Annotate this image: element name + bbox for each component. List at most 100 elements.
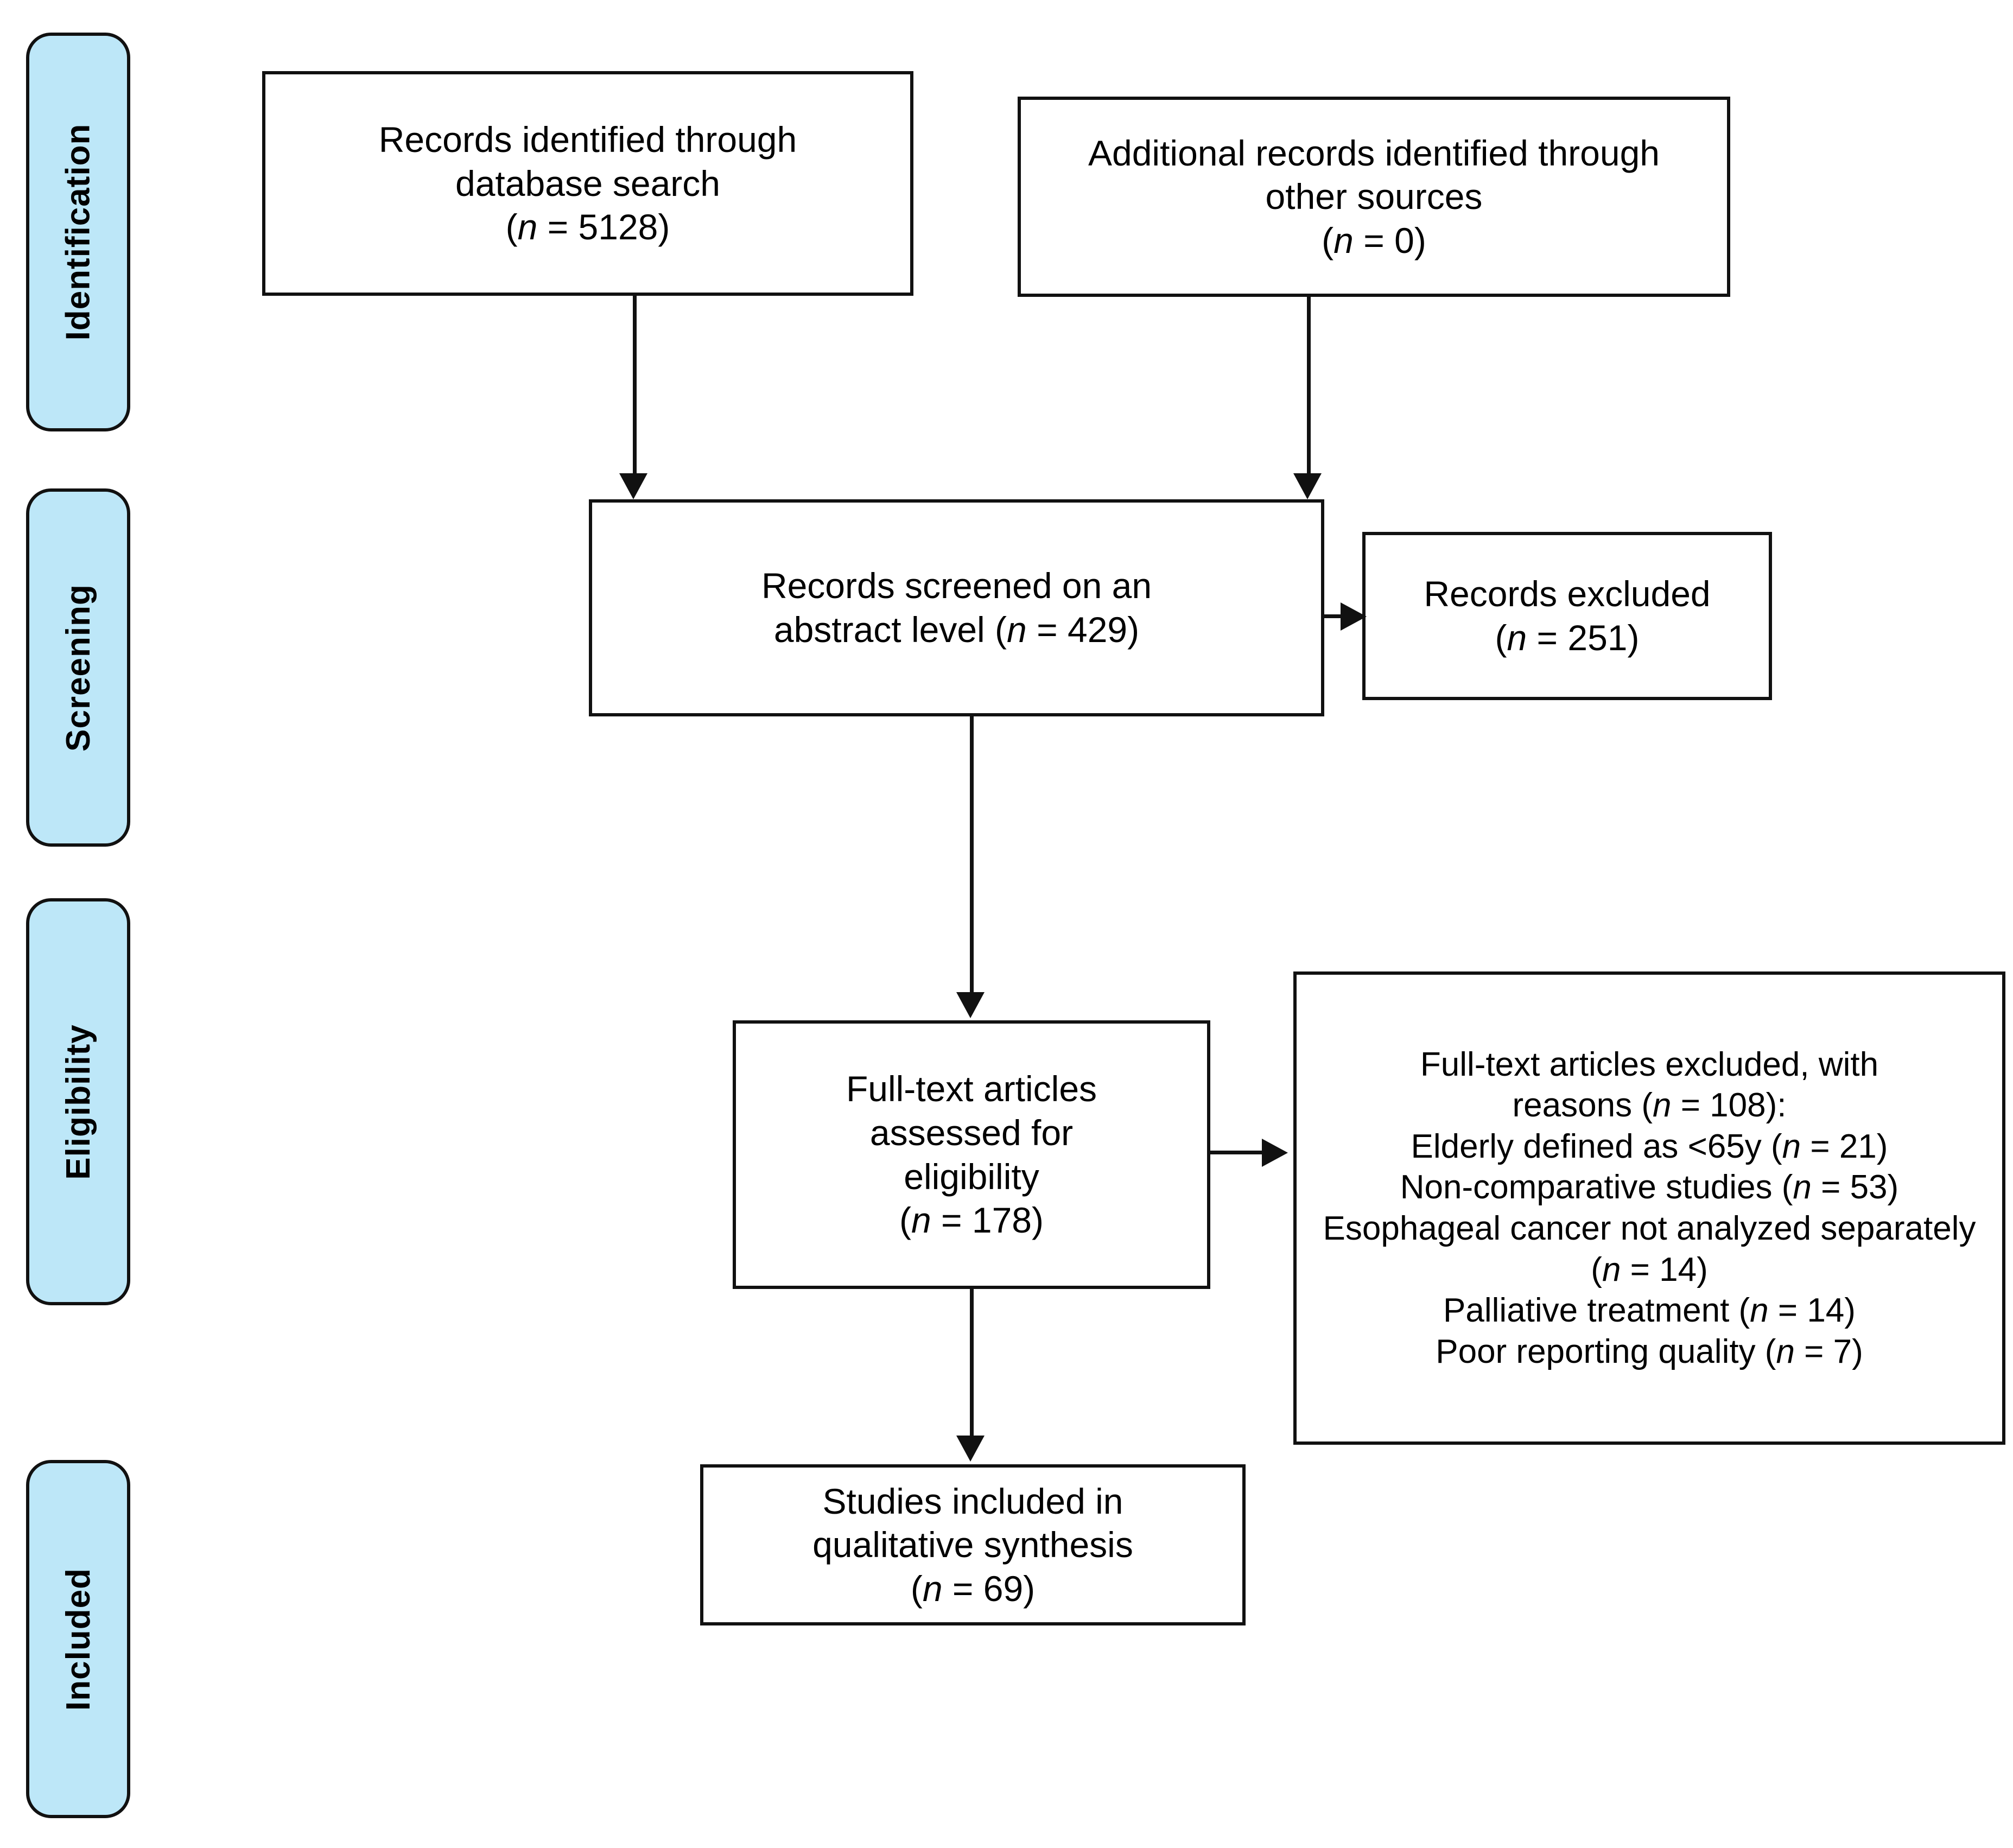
line-3: eligibility bbox=[904, 1156, 1039, 1197]
count-value: 178 bbox=[971, 1200, 1032, 1241]
reason-count-close: ) bbox=[1852, 1332, 1863, 1370]
reason-count-value: 14 bbox=[1659, 1250, 1697, 1288]
count-symbol: n bbox=[911, 1200, 931, 1241]
reasons-heading-count-eq: = bbox=[1671, 1087, 1710, 1125]
count-value: 5128 bbox=[578, 207, 658, 247]
line-1: Additional records identified through bbox=[1088, 132, 1660, 173]
count-eq: = bbox=[1527, 618, 1568, 658]
count-eq: = bbox=[1353, 220, 1395, 261]
count-close: ) bbox=[658, 207, 670, 247]
count-value: 69 bbox=[983, 1568, 1024, 1609]
box-fulltext-excluded-reasons: Full-text articles excluded, with reason… bbox=[1293, 971, 2005, 1445]
line-2: qualitative synthesis bbox=[812, 1525, 1133, 1565]
box-records-excluded-text: Records excluded (n = 251) bbox=[1412, 572, 1722, 659]
line-1: Records identified through bbox=[378, 119, 797, 160]
box-fulltext-assessed-text: Full-text articles assessed for eligibil… bbox=[834, 1067, 1109, 1242]
reason-item: Poor reporting quality ( bbox=[1436, 1332, 1776, 1370]
connector-database-to-screened-arrow bbox=[619, 473, 647, 499]
line-2: database search bbox=[455, 163, 720, 204]
box-records-identified-other: Additional records identified through ot… bbox=[1018, 97, 1730, 297]
box-records-identified-database: Records identified through database sear… bbox=[262, 71, 913, 296]
connector-screened-to-excluded-arrow bbox=[1341, 602, 1367, 631]
count-open: ( bbox=[1322, 220, 1334, 261]
reason-count-symbol: n bbox=[1776, 1332, 1795, 1370]
count-eq: = bbox=[931, 1200, 972, 1241]
reason-count-eq: = bbox=[1621, 1250, 1660, 1288]
count-close: ) bbox=[1127, 609, 1140, 650]
count-symbol: n bbox=[1007, 609, 1027, 650]
count-close: ) bbox=[1414, 220, 1426, 261]
reasons-heading-line-2-pre: reasons ( bbox=[1512, 1087, 1653, 1125]
count-close: ) bbox=[1023, 1568, 1036, 1609]
stage-label-included: Included bbox=[26, 1460, 130, 1818]
line-2: other sources bbox=[1265, 176, 1483, 217]
reasons-heading-count-symbol: n bbox=[1652, 1087, 1672, 1125]
reason-count-eq: = bbox=[1768, 1292, 1807, 1330]
count-eq: = bbox=[537, 207, 579, 247]
count-eq: = bbox=[942, 1568, 983, 1609]
reason-count-close: ) bbox=[1876, 1127, 1888, 1165]
reason-count-value: 7 bbox=[1833, 1332, 1852, 1370]
reason-count-eq: = bbox=[1801, 1127, 1839, 1165]
reason-count-eq: = bbox=[1794, 1332, 1833, 1370]
connector-fulltext-to-reasons-line bbox=[1210, 1151, 1269, 1154]
line-1: Records excluded bbox=[1424, 574, 1711, 614]
stage-label-screening: Screening bbox=[26, 488, 130, 847]
count-symbol: n bbox=[517, 207, 538, 247]
reason-count-symbol: n bbox=[1750, 1292, 1769, 1330]
line-2-pre: abstract level ( bbox=[773, 609, 1007, 650]
stage-label-included-text: Included bbox=[59, 1567, 97, 1711]
reason-item: Esophageal cancer not analyzed separatel… bbox=[1323, 1210, 1976, 1288]
stage-label-identification-text: Identification bbox=[59, 123, 97, 341]
count-open: ( bbox=[910, 1568, 923, 1609]
line-1: Records screened on an bbox=[761, 566, 1152, 606]
box-fulltext-excluded-reasons-text: Full-text articles excluded, with reason… bbox=[1297, 1044, 2002, 1373]
reason-item: Non-comparative studies ( bbox=[1400, 1169, 1793, 1206]
reason-count-eq: = bbox=[1811, 1169, 1850, 1206]
box-records-screened-text: Records screened on an abstract level (n… bbox=[750, 564, 1164, 651]
count-open: ( bbox=[505, 207, 518, 247]
reason-count-value: 53 bbox=[1850, 1169, 1888, 1206]
reasons-heading-line-1: Full-text articles excluded, with bbox=[1420, 1045, 1879, 1083]
connector-fulltext-to-included-arrow bbox=[956, 1436, 985, 1462]
stage-label-screening-text: Screening bbox=[59, 583, 97, 752]
count-symbol: n bbox=[922, 1568, 943, 1609]
line-1: Studies included in bbox=[822, 1481, 1123, 1521]
stage-label-identification: Identification bbox=[26, 33, 130, 431]
box-studies-included-text: Studies included in qualitative synthesi… bbox=[801, 1479, 1145, 1611]
reasons-heading-count-close: ): bbox=[1766, 1087, 1787, 1125]
reason-count-close: ) bbox=[1844, 1292, 1856, 1330]
box-records-excluded: Records excluded (n = 251) bbox=[1362, 532, 1772, 700]
line-2: assessed for bbox=[869, 1112, 1074, 1153]
reason-count-close: ) bbox=[1697, 1250, 1708, 1288]
box-records-identified-other-text: Additional records identified through ot… bbox=[1076, 131, 1672, 263]
connector-database-to-screened-line bbox=[633, 296, 637, 478]
reason-count-close: ) bbox=[1887, 1169, 1899, 1206]
connector-fulltext-to-included-line bbox=[970, 1289, 974, 1438]
reasons-heading-count-value: 108 bbox=[1710, 1087, 1766, 1125]
connector-screened-to-fulltext-arrow bbox=[956, 992, 985, 1018]
reason-count-value: 21 bbox=[1839, 1127, 1877, 1165]
reason-count-value: 14 bbox=[1807, 1292, 1845, 1330]
reason-count-symbol: n bbox=[1602, 1250, 1621, 1288]
connector-other-to-screened-arrow bbox=[1293, 473, 1322, 499]
connector-screened-to-fulltext-line bbox=[970, 716, 974, 994]
count-close: ) bbox=[1627, 618, 1640, 658]
count-eq: = bbox=[1026, 609, 1068, 650]
count-value: 251 bbox=[1567, 618, 1628, 658]
reason-item: Elderly defined as <65y ( bbox=[1411, 1127, 1782, 1165]
count-value: 0 bbox=[1394, 220, 1414, 261]
box-records-screened: Records screened on an abstract level (n… bbox=[589, 499, 1324, 716]
count-open: ( bbox=[1495, 618, 1507, 658]
count-value: 429 bbox=[1067, 609, 1128, 650]
box-fulltext-assessed: Full-text articles assessed for eligibil… bbox=[733, 1020, 1210, 1289]
reason-count-symbol: n bbox=[1782, 1127, 1801, 1165]
count-open: ( bbox=[899, 1200, 911, 1241]
connector-screened-to-excluded-line bbox=[1324, 614, 1349, 618]
box-studies-included: Studies included in qualitative synthesi… bbox=[700, 1464, 1246, 1625]
connector-fulltext-to-reasons-arrow bbox=[1262, 1139, 1288, 1167]
count-symbol: n bbox=[1507, 618, 1527, 658]
stage-label-eligibility: Eligibility bbox=[26, 898, 130, 1305]
count-close: ) bbox=[1032, 1200, 1044, 1241]
